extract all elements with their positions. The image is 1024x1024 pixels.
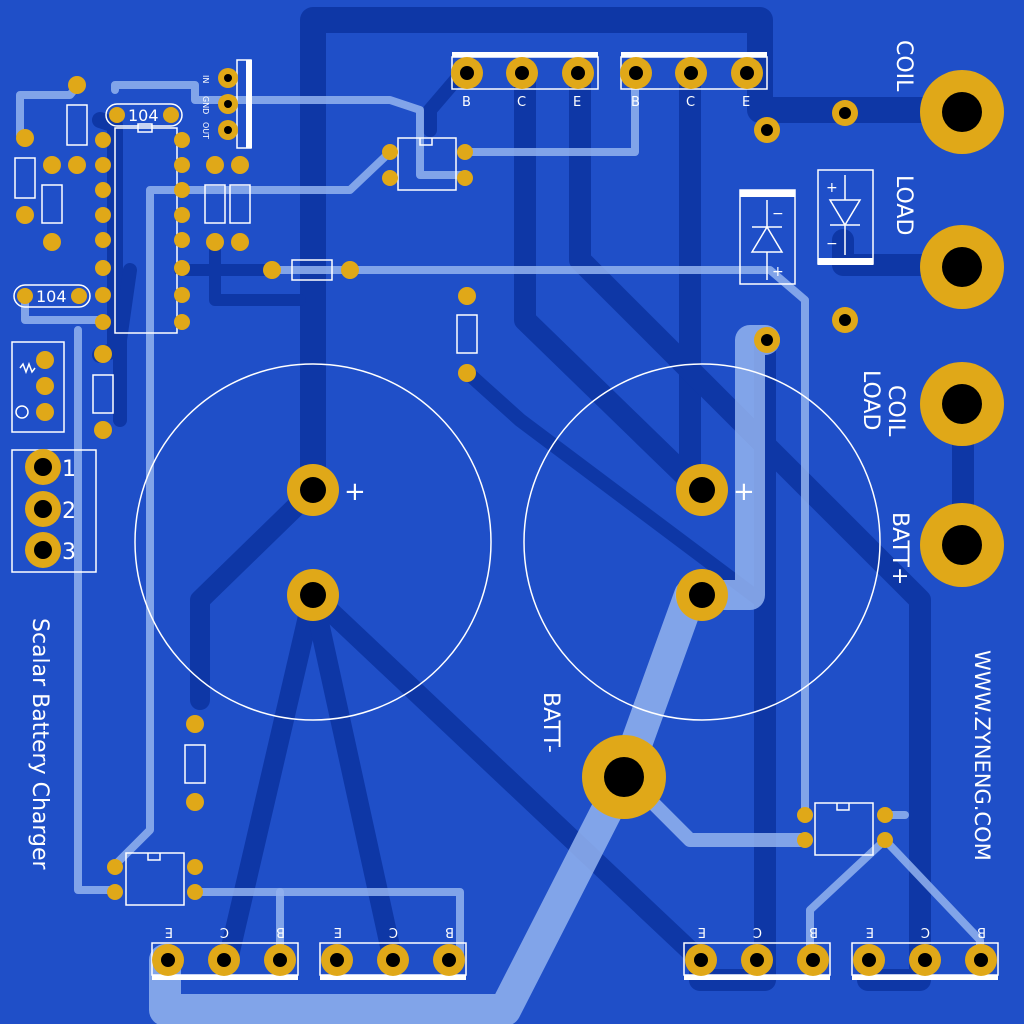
- silkscreen-text: + + − + + − 104 104 1 2 3 IN GND OUT B C…: [27, 40, 994, 939]
- label-batt-minus: BATT-: [538, 692, 563, 753]
- screw-terminal-outline: [11, 449, 97, 573]
- ceramic-cap-outline: [105, 103, 183, 127]
- diode-center-minus: −: [772, 206, 784, 222]
- trimmer-outline: [11, 341, 65, 433]
- transistor-pin-c: C: [389, 924, 398, 939]
- cap-left-plus-label: +: [344, 477, 366, 507]
- transistor-pin-c: C: [517, 95, 526, 110]
- transistor-header-bar: [621, 52, 767, 57]
- board-title: Scalar Battery Charger: [27, 618, 52, 871]
- pads: [16, 57, 1004, 976]
- top-layer-traces: [16, 71, 984, 1024]
- transistor-header-bar: [452, 52, 598, 57]
- transistor-pin-c: C: [753, 924, 762, 939]
- board-website: WWW.ZYNENG.COM: [970, 650, 994, 861]
- optocoupler-outline-bottom-right: [814, 802, 874, 856]
- transistor-pin-c: C: [921, 924, 930, 939]
- transistor-header-bar: [852, 975, 998, 980]
- transistor-pin-b: B: [631, 95, 640, 110]
- resistor-body: [291, 259, 333, 281]
- resistor-body: [66, 104, 88, 146]
- capacitor-outline-right: [523, 363, 881, 721]
- resistor-body: [41, 184, 63, 224]
- transistor-header-bar: [152, 975, 298, 980]
- transistor-header-bar: [684, 975, 830, 980]
- regulator-pin-gnd: GND: [201, 96, 210, 114]
- resistor-body: [456, 314, 478, 354]
- label-coil-load-line2: LOAD: [858, 370, 883, 430]
- regulator-pin-in: IN: [201, 75, 210, 83]
- transistor-pin-b: B: [809, 924, 818, 939]
- cap-right-plus-label: +: [733, 477, 755, 507]
- transistor-pin-c: C: [686, 95, 695, 110]
- transistor-pin-e: E: [742, 95, 750, 110]
- resistor-body: [92, 374, 114, 414]
- ceramic-cap-value: 104: [128, 106, 159, 125]
- transistor-pin-c: C: [220, 924, 229, 939]
- transistor-pin-b: B: [462, 95, 471, 110]
- transistor-pin-b: B: [445, 924, 454, 939]
- silkscreen: [11, 52, 999, 980]
- transistor-pin-e: E: [165, 924, 173, 939]
- diode-center-plus: +: [772, 264, 784, 280]
- optocoupler-outline-top: [397, 137, 457, 191]
- terminal-number-1: 1: [62, 457, 76, 482]
- bottom-layer-traces: [92, 7, 974, 991]
- resistor-body: [14, 157, 36, 199]
- ceramic-cap-value: 104: [36, 287, 67, 306]
- resistor-body: [204, 184, 226, 224]
- label-coil: COIL: [891, 40, 916, 92]
- terminal-number-3: 3: [62, 540, 76, 565]
- capacitor-outline-left: [134, 363, 492, 721]
- transistor-pin-b: B: [276, 924, 285, 939]
- transistor-pin-e: E: [698, 924, 706, 939]
- label-load: LOAD: [891, 175, 916, 235]
- transistor-pin-b: B: [977, 924, 986, 939]
- transistor-header-bar: [320, 975, 466, 980]
- diode-right-minus: −: [826, 236, 838, 252]
- label-batt-plus: BATT+: [887, 512, 912, 585]
- ceramic-cap-outline: [13, 284, 91, 308]
- transistor-pin-e: E: [866, 924, 874, 939]
- ic-outline: [114, 127, 178, 334]
- regulator-pin-out: OUT: [201, 122, 210, 139]
- resistor-body: [229, 184, 251, 224]
- diode-right-plus: +: [826, 180, 838, 196]
- optocoupler-outline-bottom-left: [125, 852, 185, 906]
- terminal-number-2: 2: [62, 499, 76, 524]
- transistor-pin-e: E: [334, 924, 342, 939]
- label-coil-load-line1: COIL: [883, 385, 908, 437]
- resistor-body: [184, 744, 206, 784]
- transistor-pin-e: E: [573, 95, 581, 110]
